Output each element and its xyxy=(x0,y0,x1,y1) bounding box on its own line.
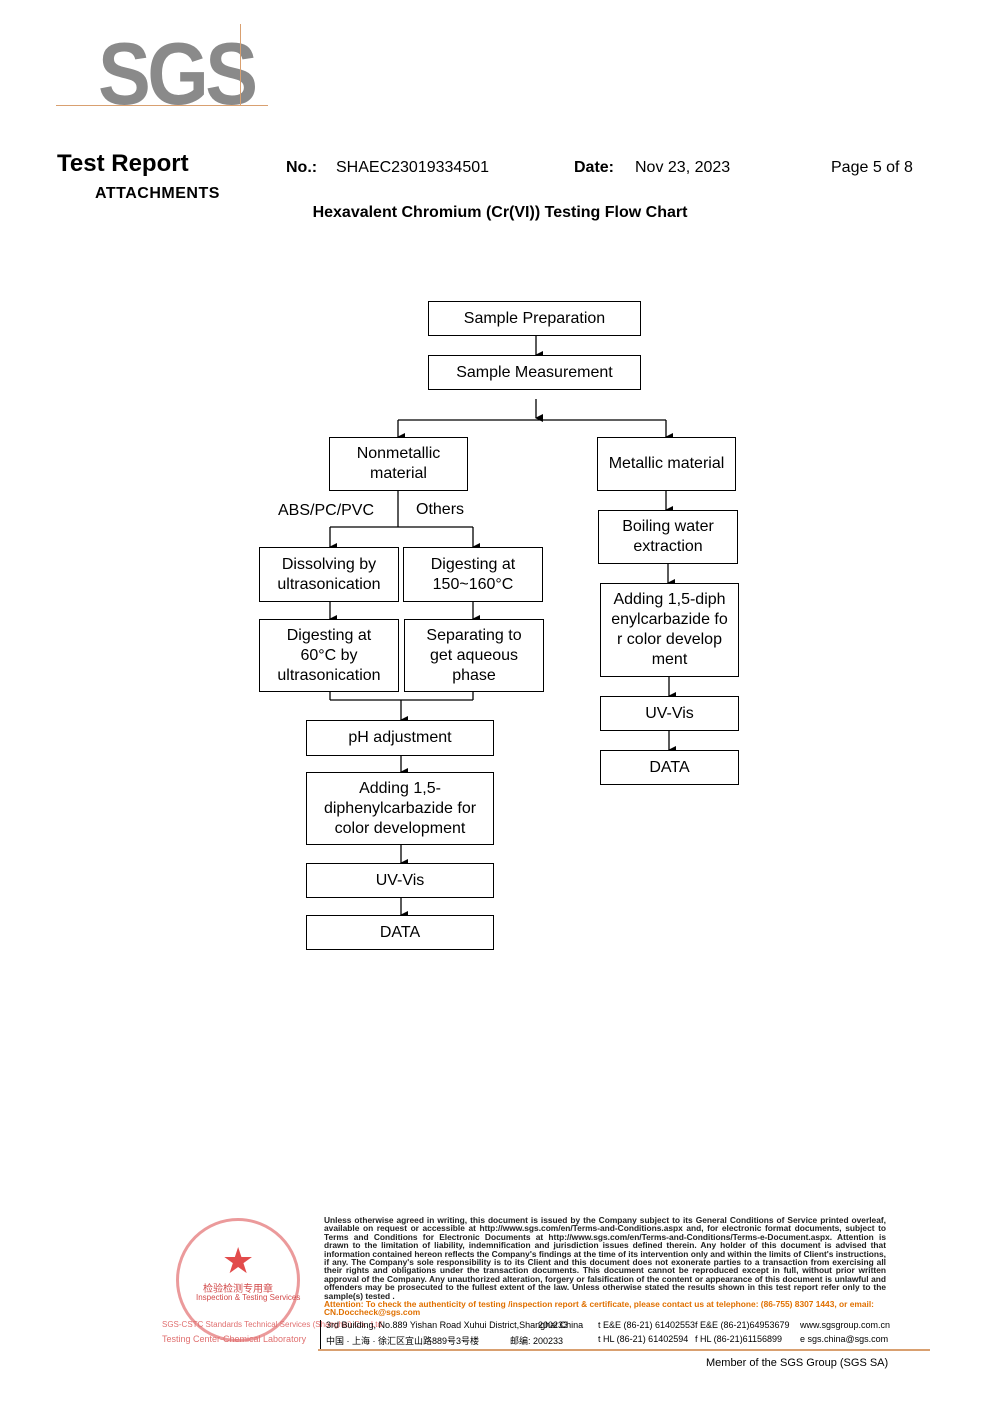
digesting-60-box: Digesting at 60°C by ultrasonication xyxy=(259,619,399,692)
star-icon: ★ xyxy=(222,1240,255,1281)
member-statement: Member of the SGS Group (SGS SA) xyxy=(706,1357,889,1369)
separating-box: Separating to get aqueous phase xyxy=(404,619,544,692)
metallic-material-box: Metallic material xyxy=(597,437,736,491)
address-english: 3rd Building, No.889 Yishan Road Xuhui D… xyxy=(326,1320,584,1330)
report-number: SHAEC23019334501 xyxy=(336,159,490,176)
zip-chinese: 邮编: 200233 xyxy=(510,1336,564,1346)
logo-underline xyxy=(56,105,268,106)
footer-divider-vertical xyxy=(320,1320,321,1350)
company-stamp xyxy=(176,1218,300,1342)
uv-vis-left-box: UV-Vis xyxy=(306,863,494,898)
others-label: Others xyxy=(416,501,465,518)
ph-adjustment-box: pH adjustment xyxy=(306,720,494,756)
data-right-box: DATA xyxy=(600,750,739,785)
date-label: Date: xyxy=(574,159,615,176)
adding-diphenylcarbazide-left-box: Adding 1,5-diphenylcarbazide for color d… xyxy=(306,772,494,845)
sgs-logo: SGS xyxy=(98,24,258,123)
report-title: Test Report xyxy=(57,150,189,177)
data-left-box: DATA xyxy=(306,915,494,950)
adding-diphenylcarbazide-right-box: Adding 1,5-diphenylcarbazide for color d… xyxy=(600,583,739,677)
attachments-heading: ATTACHMENTS xyxy=(95,185,220,202)
fax-hl: f HL (86-21)61156899 xyxy=(695,1334,783,1344)
uv-vis-right-box: UV-Vis xyxy=(600,696,739,731)
logo-vertical-line xyxy=(240,24,241,106)
authenticity-notice: Attention: To check the authenticity of … xyxy=(324,1299,874,1318)
nonmetallic-material-box: Nonmetallic material xyxy=(329,437,468,491)
flow-chart-title: Hexavalent Chromium (Cr(VI)) Testing Flo… xyxy=(312,204,688,221)
email: e sgs.china@sgs.com xyxy=(800,1334,889,1344)
website: www.sgsgroup.com.cn xyxy=(800,1320,891,1330)
zip-english: 200233 xyxy=(538,1320,569,1330)
fax-ee: f E&E (86-21)64953679 xyxy=(695,1320,790,1330)
boiling-water-extraction-box: Boiling water extraction xyxy=(598,510,738,564)
stamp-lab-name: Testing Center-Chemical Laboratory xyxy=(162,1334,307,1344)
stamp-english-text: Inspection & Testing Services xyxy=(196,1293,301,1302)
report-number-label: No.: xyxy=(286,159,318,176)
dissolving-box: Dissolving by ultrasonication xyxy=(259,547,399,602)
digesting-150-box: Digesting at 150~160°C xyxy=(403,547,543,602)
report-date: Nov 23, 2023 xyxy=(635,159,731,176)
sample-preparation-box: Sample Preparation xyxy=(428,301,641,336)
sample-measurement-box: Sample Measurement xyxy=(428,355,641,390)
legal-disclaimer: Unless otherwise agreed in writing, this… xyxy=(324,1215,886,1301)
telephone-hl: t HL (86-21) 61402594 xyxy=(598,1334,689,1344)
footer-divider-horizontal xyxy=(318,1349,930,1351)
address-chinese: 中国 · 上海 · 徐汇区宜山路889号3号楼 xyxy=(326,1336,480,1346)
telephone-ee: t E&E (86-21) 61402553 xyxy=(598,1320,696,1330)
stamp-company-name: SGS-CSTC Standards Technical Services (S… xyxy=(162,1320,385,1329)
stamp-chinese-text: 检验检测专用章 xyxy=(203,1284,273,1295)
flow-connectors xyxy=(329,335,676,919)
abs-pc-pvc-label: ABS/PC/PVC xyxy=(278,502,375,519)
page-number: Page 5 of 8 xyxy=(831,159,913,176)
